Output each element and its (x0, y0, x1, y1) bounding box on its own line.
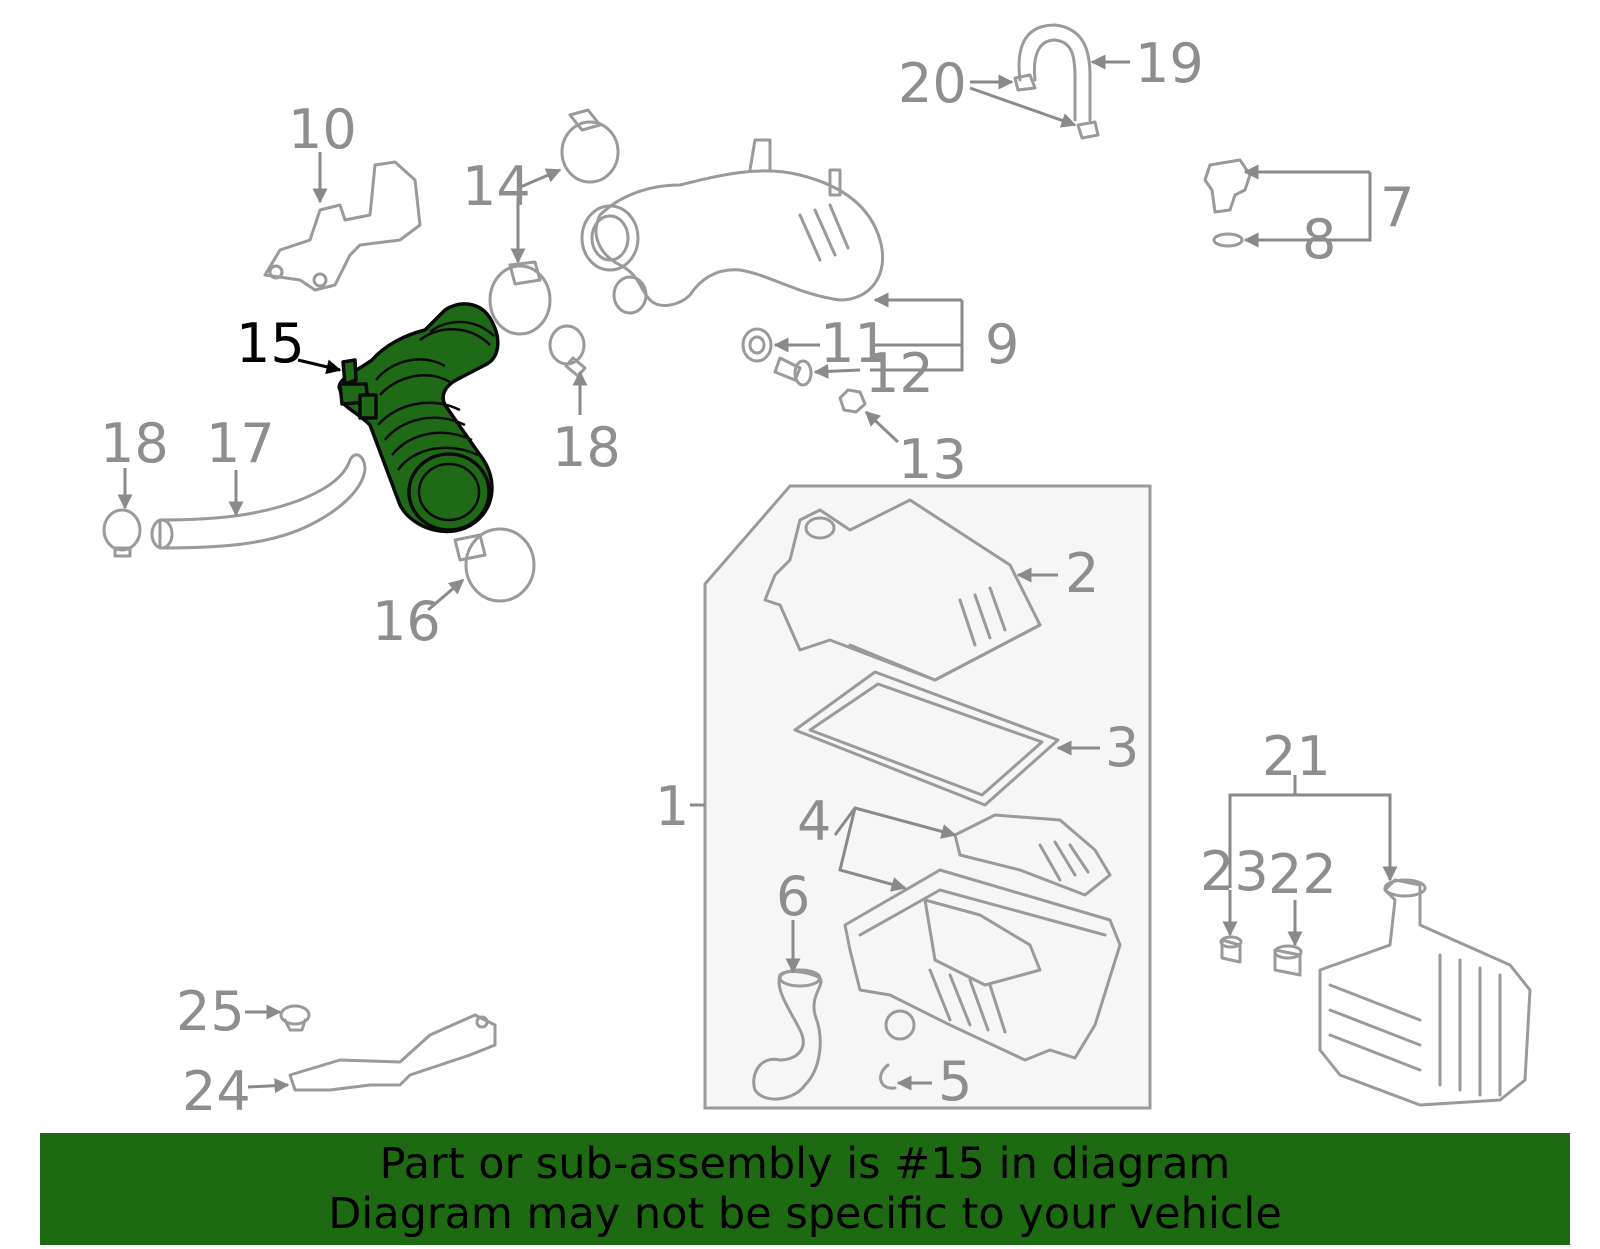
callout-6: 6 (776, 865, 810, 928)
part-11-grommet (741, 327, 820, 363)
callout-15: 15 (236, 312, 305, 375)
part-6-duct (752, 920, 823, 1101)
part-5-clip (879, 1009, 932, 1091)
part-4-resonator (953, 813, 1112, 897)
leader-15 (297, 358, 342, 375)
callout-11: 11 (820, 312, 889, 375)
callout-4: 4 (797, 790, 831, 853)
callout-22: 22 (1268, 843, 1337, 906)
part-23-grommet (1219, 890, 1243, 964)
callout-16: 16 (372, 590, 441, 653)
part-17-hose (150, 453, 367, 550)
air-cleaner-assembly-box (690, 484, 1152, 1110)
callout-20: 20 (898, 52, 967, 115)
part-24-bracket (247, 1013, 497, 1094)
part-20-clip (969, 73, 1100, 140)
callout-24: 24 (182, 1060, 251, 1123)
part-14-clamp (488, 108, 620, 336)
callout-18-left: 18 (100, 412, 169, 475)
callout-18-right: 18 (552, 416, 621, 479)
callout-2: 2 (1065, 542, 1099, 605)
callout-14: 14 (462, 155, 531, 218)
banner-line-2: Diagram may not be specific to your vehi… (328, 1189, 1282, 1239)
part-3-filter-element (793, 670, 1060, 807)
part-21-resonator (1228, 775, 1532, 1107)
callout-19: 19 (1135, 32, 1204, 95)
part-16-clamp (427, 527, 536, 612)
part-18-clamp-right (548, 324, 588, 415)
part-7-sensor (1203, 158, 1372, 248)
info-banner: Part or sub-assembly is #15 in diagram D… (40, 1133, 1570, 1245)
callout-17: 17 (206, 412, 275, 475)
callout-8: 8 (1302, 208, 1336, 271)
leader-4b (838, 807, 907, 892)
callout-25: 25 (176, 980, 245, 1043)
part-2-air-cleaner-cover (763, 498, 1042, 682)
callout-21: 21 (1262, 725, 1331, 788)
part-22-grommet (1273, 900, 1303, 977)
part-13-nut (838, 388, 900, 444)
part-9-intake-duct (580, 138, 964, 372)
callout-1: 1 (655, 775, 689, 838)
part-15-intake-hose-highlighted (337, 302, 500, 534)
callout-23: 23 (1200, 840, 1269, 903)
callout-10: 10 (288, 98, 357, 161)
part-19-hose (1017, 23, 1130, 122)
callout-13: 13 (898, 428, 967, 491)
callout-7: 7 (1380, 176, 1414, 239)
banner-line-1: Part or sub-assembly is #15 in diagram (379, 1139, 1231, 1189)
part-10-bracket (263, 152, 422, 292)
callout-5: 5 (938, 1050, 972, 1113)
part-25-clip (245, 1004, 311, 1032)
callout-9: 9 (985, 313, 1019, 376)
part-18-clamp-left (102, 468, 142, 558)
callout-3: 3 (1105, 716, 1139, 779)
callout-12: 12 (865, 342, 934, 405)
part-12-bolt (773, 356, 861, 387)
air-cleaner-case (843, 868, 1122, 1062)
